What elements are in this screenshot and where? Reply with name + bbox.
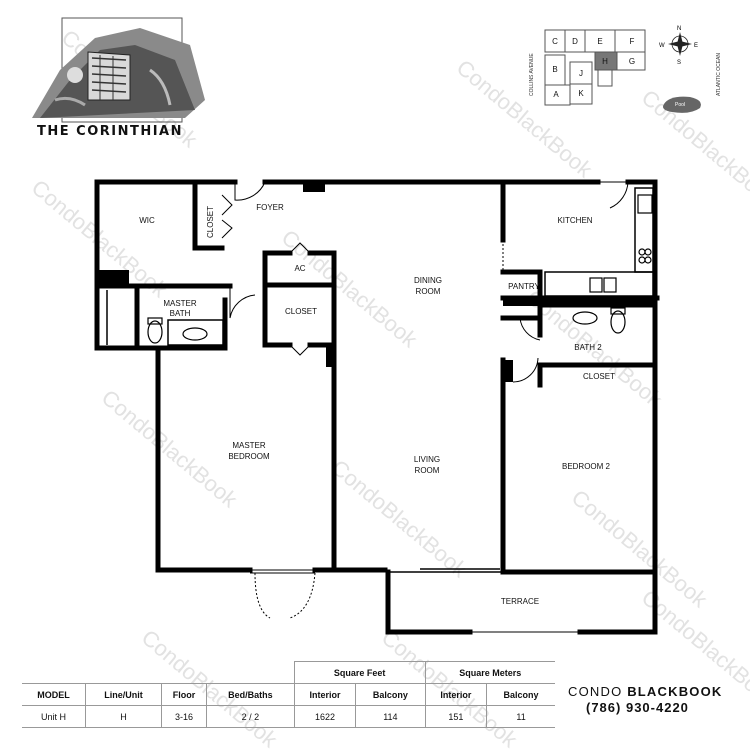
keyplan-label-J: J	[579, 69, 583, 78]
header-line-unit: Line/Unit	[84, 683, 162, 706]
compass-n: N	[677, 26, 681, 32]
keyplan-label-G: G	[629, 57, 635, 66]
group-square-feet: Square Feet	[293, 661, 426, 684]
cell-sqft-balcony: 114	[355, 705, 426, 728]
room-label-closet-center: CLOSET	[285, 307, 317, 316]
watermark: CondoBlackBook	[97, 385, 243, 513]
room-label-living-2: ROOM	[415, 466, 440, 475]
brand-word-blackbook: BLACKBOOK	[627, 684, 723, 699]
room-label-wic: WIC	[139, 216, 155, 225]
cell-floor: 3-16	[160, 705, 207, 728]
keyplan-label-A: A	[553, 90, 559, 99]
header-sqft-balcony: Balcony	[355, 683, 426, 706]
pool-label: Pool	[675, 102, 685, 108]
thin-lines	[106, 187, 655, 633]
compass-e: E	[694, 43, 698, 49]
watermark: CondoBlackBook	[567, 485, 713, 613]
watermark: CondoBlackBook	[452, 55, 598, 183]
header-sqm-balcony: Balcony	[486, 683, 555, 706]
room-label-bath2: BATH 2	[574, 343, 602, 352]
keyplan-label-K: K	[578, 89, 584, 98]
group-square-meters: Square Meters	[424, 661, 555, 684]
room-label-living: LIVING	[414, 455, 440, 464]
compass-s: S	[677, 60, 681, 66]
header-model: MODEL	[22, 683, 86, 706]
keyplan-label-H: H	[602, 57, 608, 66]
cell-model: Unit H	[22, 705, 86, 728]
header-floor: Floor	[160, 683, 207, 706]
doors	[221, 181, 629, 619]
cell-line-unit: H	[84, 705, 162, 728]
header-bed-baths: Bed/Baths	[206, 683, 295, 706]
building-logo	[32, 17, 205, 123]
brand-word-condo: CONDO	[568, 684, 628, 699]
cell-sqm-balcony: 11	[486, 705, 555, 728]
room-label-kitchen: KITCHEN	[557, 216, 592, 225]
building-name: THE CORINTHIAN	[37, 124, 183, 139]
room-label-bedroom2: BEDROOM 2	[562, 462, 611, 471]
unit-info-table: Square Feet Square Meters MODEL Line/Uni…	[22, 661, 555, 728]
room-label-dining-2: ROOM	[416, 287, 441, 296]
room-label-master-bath: MASTER	[163, 299, 197, 308]
fixtures	[147, 194, 653, 344]
cell-sqft-interior: 1622	[293, 705, 356, 728]
cell-sqm-interior: 151	[424, 705, 487, 728]
key-plan: C D E F B H G J A K COLLINS AVENUE ATLAN…	[529, 26, 722, 113]
room-labels: WIC CLOSET FOYER KITCHEN AC DINING ROOM …	[139, 203, 615, 606]
columns	[97, 182, 657, 382]
room-label-ac: AC	[294, 264, 305, 273]
walls	[94, 179, 660, 635]
compass-w: W	[659, 43, 665, 49]
keyplan-label-E: E	[597, 37, 602, 46]
room-label-closet-wic: CLOSET	[206, 206, 215, 238]
room-label-dining: DINING	[414, 276, 442, 285]
brand-phone: (786) 930-4220	[586, 700, 689, 715]
room-label-master-bedroom-2: BEDROOM	[228, 452, 270, 461]
room-label-master-bath-2: BATH	[170, 309, 191, 318]
compass-icon	[668, 32, 692, 56]
room-label-foyer: FOYER	[256, 203, 284, 212]
keyplan-label-F: F	[630, 37, 635, 46]
header-sqm-interior: Interior	[424, 683, 487, 706]
room-label-terrace: TERRACE	[501, 597, 539, 606]
keyplan-ocean: ATLANTIC OCEAN	[716, 53, 722, 96]
keyplan-street: COLLINS AVENUE	[529, 53, 535, 96]
brand-name: CONDO BLACKBOOK	[568, 684, 723, 700]
keyplan-label-D: D	[572, 37, 578, 46]
keyplan-label-C: C	[552, 37, 558, 46]
pool-shape	[663, 96, 701, 113]
room-label-pantry: PANTRY	[508, 282, 540, 291]
keyplan-label-B: B	[552, 65, 557, 74]
watermark: CondoBlackBook	[327, 455, 473, 583]
room-label-closet-bed2: CLOSET	[583, 372, 615, 381]
room-label-master-bedroom: MASTER	[232, 441, 266, 450]
header-sqft-interior: Interior	[293, 683, 356, 706]
cell-bed-baths: 2 / 2	[206, 705, 295, 728]
